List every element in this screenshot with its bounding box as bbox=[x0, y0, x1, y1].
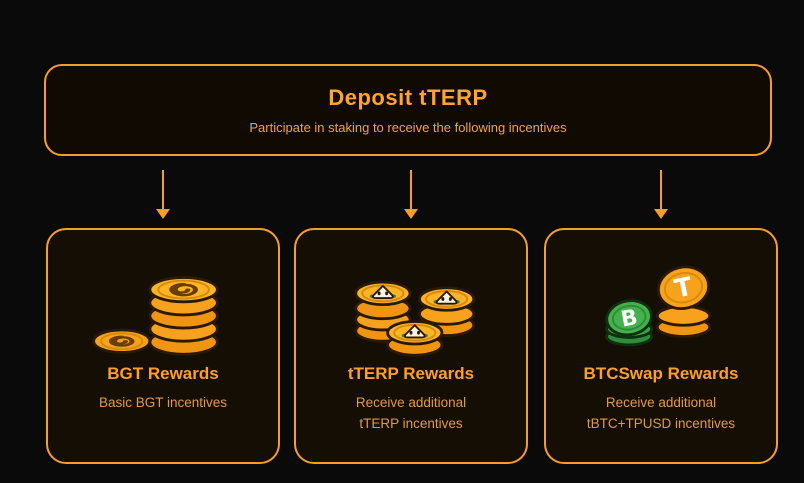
flow-arrow-down-icon bbox=[403, 170, 419, 219]
bgt-symbol bbox=[108, 335, 135, 347]
card-title: tTERP Rewards bbox=[347, 364, 475, 383]
arrow-line bbox=[410, 170, 412, 209]
arrow-line bbox=[162, 170, 164, 209]
card-title: BGT Rewards bbox=[107, 364, 219, 383]
card-description: Basic BGT incentives bbox=[99, 392, 227, 413]
reward-card-btcswap: T B BTCSwap Rewards Receive additional t… bbox=[544, 228, 778, 464]
flow-arrow-down-icon bbox=[155, 170, 171, 219]
arrow-head bbox=[156, 209, 170, 219]
card-title: BTCSwap Rewards bbox=[583, 364, 739, 383]
tterp-token-letter: T bbox=[672, 271, 696, 303]
bgt-coins-icon bbox=[88, 250, 238, 362]
btcswap-coins-svg: T B bbox=[605, 264, 712, 346]
deposit-header-card: Deposit tTERP Participate in staking to … bbox=[44, 64, 772, 156]
card-desc-line: Basic BGT incentives bbox=[98, 395, 228, 410]
card-desc-line: Receive additional bbox=[605, 395, 717, 410]
onigiri-face bbox=[401, 323, 428, 338]
reward-card-tterp: tTERP Rewards Receive additional tTERP i… bbox=[294, 228, 528, 464]
onigiri-face bbox=[369, 284, 396, 299]
tterp-coins-icon bbox=[336, 250, 486, 362]
page-title: Deposit tTERP bbox=[328, 85, 488, 110]
card-desc-line: Receive additional bbox=[355, 395, 467, 410]
card-description: Receive additional tTERP incentives bbox=[356, 392, 466, 434]
arrow-head bbox=[404, 209, 418, 219]
bgt-coins-svg bbox=[92, 275, 219, 356]
tterp-token-face: T bbox=[656, 264, 711, 310]
bgt-symbol bbox=[169, 282, 198, 296]
card-description: Receive additional tBTC+TPUSD incentives bbox=[587, 392, 735, 434]
card-desc-line: tTERP incentives bbox=[359, 416, 463, 431]
reward-card-bgt: BGT Rewards Basic BGT incentives bbox=[46, 228, 280, 464]
page-subtitle: Participate in staking to receive the fo… bbox=[249, 120, 567, 135]
btcswap-coins-icon: T B bbox=[586, 250, 736, 362]
arrow-line bbox=[660, 170, 662, 209]
card-desc-line: tBTC+TPUSD incentives bbox=[586, 416, 736, 431]
tterp-coins-svg bbox=[354, 280, 476, 357]
btc-token-face: B bbox=[605, 298, 653, 336]
onigiri-face bbox=[433, 290, 460, 305]
flow-arrow-down-icon bbox=[653, 170, 669, 219]
arrow-head bbox=[654, 209, 668, 219]
btc-token-letter: B bbox=[619, 304, 640, 331]
